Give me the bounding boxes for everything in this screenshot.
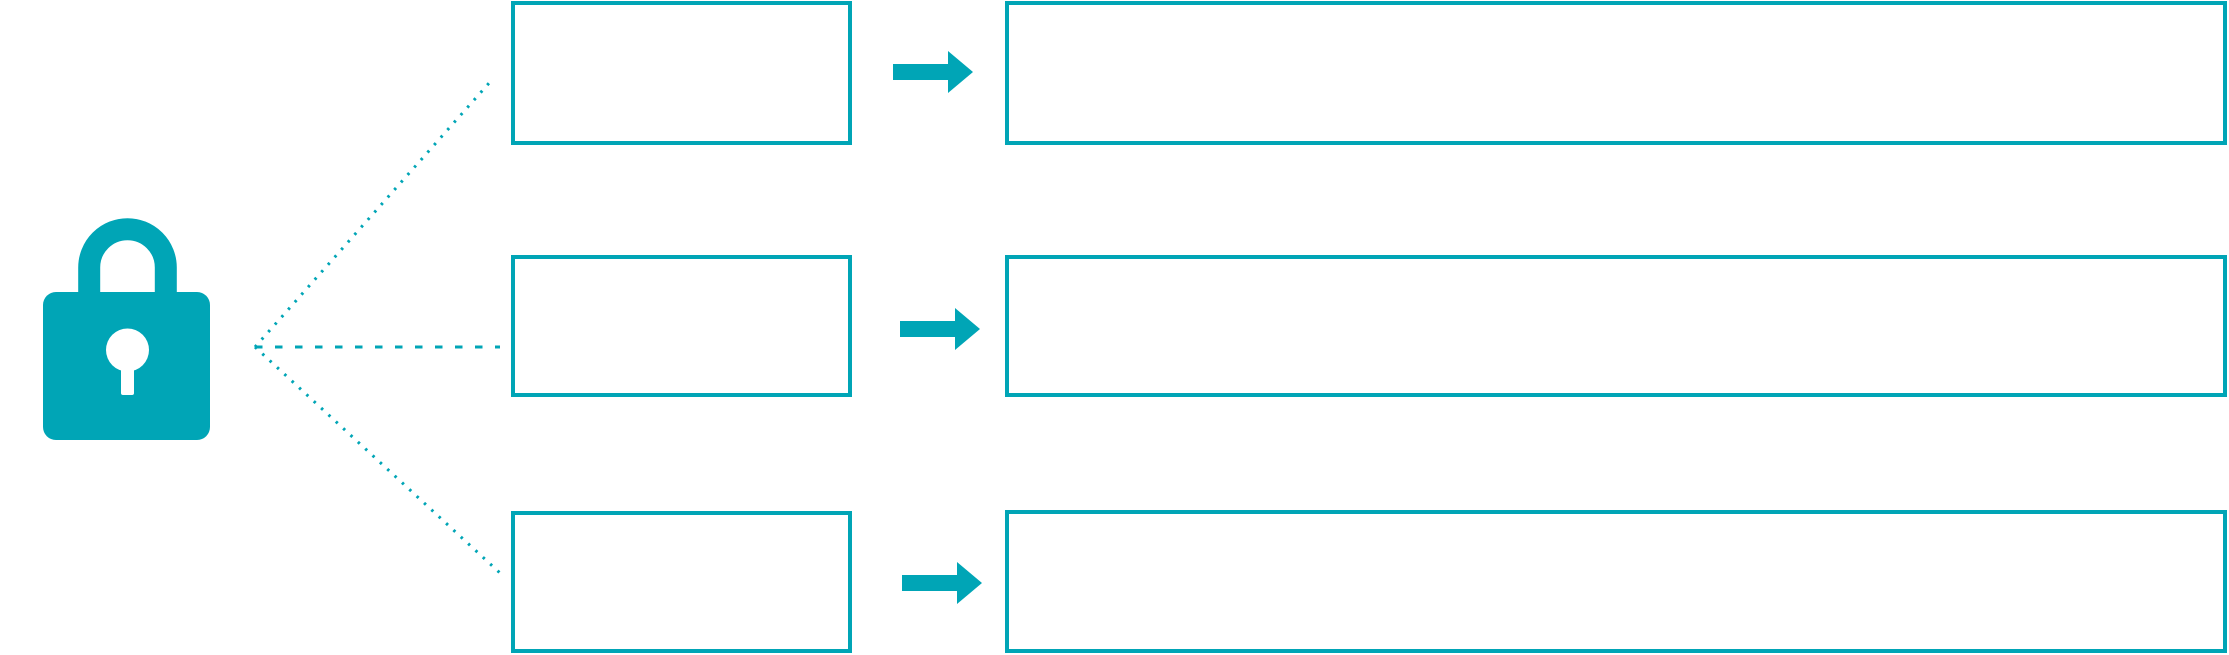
dotted-connector-line-bottom (253, 345, 502, 575)
description-box-2 (1005, 255, 2227, 397)
arrow-right-icon (900, 308, 980, 350)
dotted-connector-line-top (253, 81, 492, 348)
arrow-right-shape (893, 51, 973, 93)
lock-icon-graphic (43, 218, 210, 440)
arrow-right-icon (893, 51, 973, 93)
description-box-1 (1005, 1, 2227, 145)
arrow-right-shape (902, 562, 982, 604)
lock-icon (40, 217, 210, 442)
term-box-1 (511, 1, 852, 145)
arrow-right-icon (902, 562, 982, 604)
description-box-3 (1005, 510, 2227, 653)
lock-shackle (78, 218, 177, 302)
lock-keyhole-stem (121, 357, 134, 395)
arrow-right-shape (900, 308, 980, 350)
term-box-3 (511, 511, 852, 653)
term-box-2 (511, 255, 852, 397)
lock-keyhole-circle (106, 328, 149, 372)
